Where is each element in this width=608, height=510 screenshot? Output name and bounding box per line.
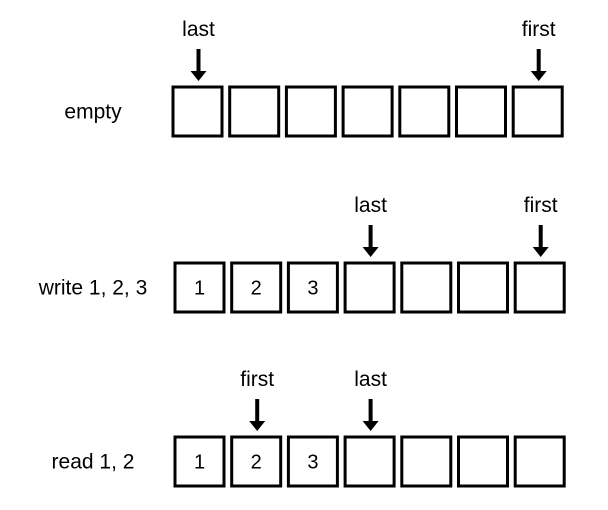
pointer-label-last: last bbox=[354, 194, 387, 217]
buffer-cell bbox=[511, 85, 564, 138]
arrow-down-icon bbox=[532, 247, 549, 257]
arrow-down-icon bbox=[362, 421, 379, 431]
buffer-cell bbox=[513, 435, 566, 488]
pointer-label-first: first bbox=[524, 194, 558, 217]
pointer-label-first: first bbox=[240, 368, 274, 391]
buffer-cell bbox=[341, 85, 394, 138]
buffer-cell bbox=[343, 435, 396, 488]
buffer-cell bbox=[173, 261, 226, 314]
buffer-cell bbox=[230, 435, 283, 488]
arrow-down-icon bbox=[530, 71, 547, 81]
row-label: read 1, 2 bbox=[52, 451, 135, 474]
pointer-label-last: last bbox=[182, 18, 215, 41]
arrow-down-icon bbox=[249, 421, 266, 431]
cell-value: 3 bbox=[307, 278, 318, 300]
buffer-cell bbox=[230, 261, 283, 314]
buffer-cell bbox=[286, 435, 339, 488]
buffer-cell bbox=[171, 85, 224, 138]
buffer-row: read 1, 2 1 2 3 first last bbox=[52, 368, 566, 488]
row-label: empty bbox=[64, 101, 122, 124]
buffer-row: empty last first bbox=[64, 18, 564, 138]
buffer-row: write 1, 2, 3 1 2 3 last first bbox=[38, 194, 566, 314]
cell-value: 2 bbox=[251, 278, 262, 300]
cell-value: 1 bbox=[194, 452, 205, 474]
buffer-cell bbox=[455, 85, 507, 138]
row-label: write 1, 2, 3 bbox=[38, 277, 148, 300]
buffer-cell bbox=[228, 85, 281, 138]
buffer-cell bbox=[457, 435, 509, 488]
cell-value: 1 bbox=[194, 278, 205, 300]
buffer-cell bbox=[457, 261, 509, 314]
buffer-cell bbox=[284, 85, 337, 138]
cell-value: 2 bbox=[251, 452, 262, 474]
buffer-cell bbox=[343, 261, 396, 314]
buffer-cell bbox=[513, 261, 566, 314]
pointer-label-first: first bbox=[522, 18, 556, 41]
arrow-down-icon bbox=[362, 247, 379, 257]
buffer-cell bbox=[400, 261, 453, 314]
arrow-down-icon bbox=[190, 71, 207, 81]
cell-value: 3 bbox=[307, 452, 318, 474]
buffer-cell bbox=[398, 85, 451, 138]
buffer-cell bbox=[173, 435, 226, 488]
pointer-label-last: last bbox=[354, 368, 387, 391]
buffer-cell bbox=[400, 435, 453, 488]
buffer-cell bbox=[286, 261, 339, 314]
